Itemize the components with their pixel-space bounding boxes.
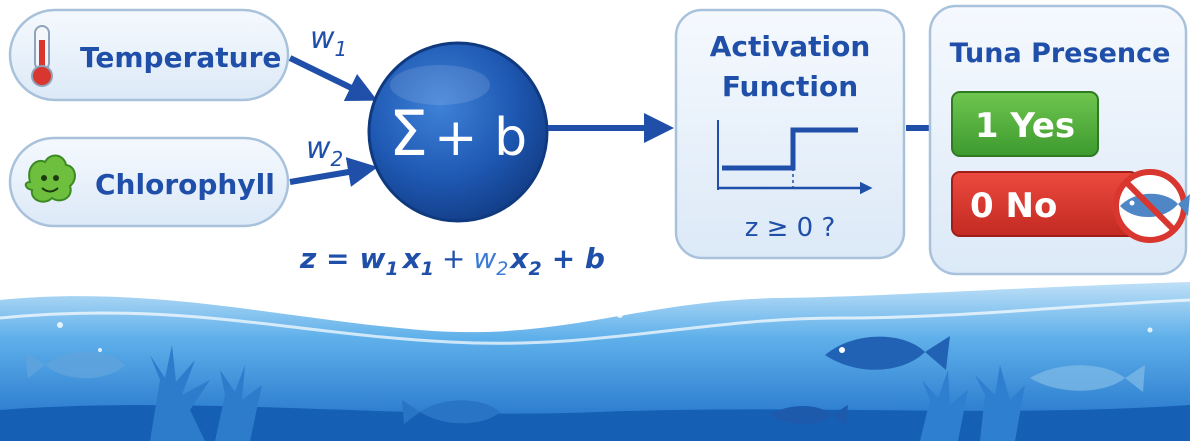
thermometer-icon bbox=[31, 25, 53, 87]
output-title: Tuna Presence bbox=[950, 38, 1171, 69]
tuna-presence-box: Tuna Presence 1 Yes 0 No bbox=[928, 4, 1190, 276]
fish-small-right bbox=[770, 405, 848, 426]
input-temperature-box: Temperature bbox=[8, 8, 290, 102]
input-chlorophyll-box: Chlorophyll bbox=[8, 136, 290, 228]
coral-right bbox=[920, 365, 1025, 441]
weight-w2: w2 bbox=[306, 131, 343, 171]
output-yes-label: 1 Yes bbox=[975, 106, 1075, 146]
coral-left bbox=[150, 345, 262, 441]
summation-neuron: Σ+ b bbox=[367, 41, 549, 223]
ocean-background bbox=[0, 282, 1190, 441]
algae-icon bbox=[24, 154, 76, 203]
activation-title-line1: Activation bbox=[710, 30, 871, 63]
fish-far-right bbox=[1030, 365, 1145, 392]
weight-w1: w1 bbox=[310, 21, 347, 61]
output-yes-badge: 1 Yes bbox=[951, 91, 1099, 157]
neuron-label: Σ+ b bbox=[389, 97, 527, 170]
arrow-chlorophyll-to-neuron bbox=[289, 157, 378, 187]
output-no-label: 0 No bbox=[970, 186, 1057, 226]
arrow-temperature-to-neuron bbox=[288, 55, 378, 101]
temperature-label: Temperature bbox=[80, 41, 281, 74]
no-fish-icon bbox=[1113, 169, 1190, 243]
fish-big-right bbox=[825, 336, 950, 370]
activation-condition: z ≥ 0 ? bbox=[745, 213, 836, 243]
step-function-icon bbox=[717, 120, 873, 195]
fish-left bbox=[25, 351, 125, 379]
activation-function-box: Activation Function z ≥ 0 ? bbox=[674, 8, 906, 260]
output-no-badge: 0 No bbox=[951, 171, 1139, 237]
fish-center bbox=[402, 400, 500, 424]
activation-title-line2: Function bbox=[722, 70, 858, 103]
chlorophyll-label: Chlorophyll bbox=[95, 168, 275, 201]
